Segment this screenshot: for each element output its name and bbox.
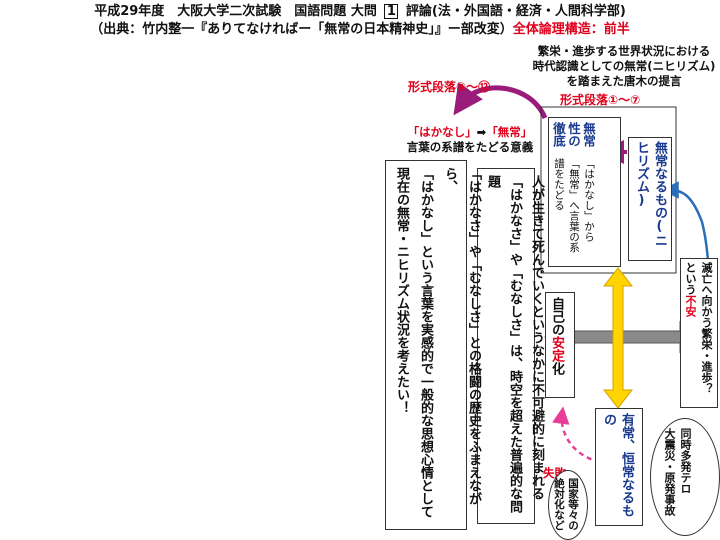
douji-text-a: 同時多発テロ [679, 428, 692, 494]
center-col2: 「はかなさ」や「むなしさ」は、時空を超えた普遍的な問題 [485, 175, 522, 513]
right-arrow-icon: ➡ [476, 125, 487, 139]
header-line2: （出典：竹内整一『ありてなければー「無常の日本精神史」』ー部改変）全体論理構造：… [0, 21, 720, 38]
kokka-text: 国家等々の絶対化など [553, 478, 579, 531]
note-line1: 繁栄・進歩する世界状況における [537, 44, 711, 58]
tettei-box: 無常性の徹底 「はかなし」から「無常」へ言葉の系譜をたどる [548, 117, 621, 267]
para-label-left: 形式段落⑧～⑫ [408, 80, 491, 94]
jiko-text-c: 化 [549, 362, 564, 375]
mujo-nihil-box: 無常なるもの(ニヒリズム) [628, 137, 672, 261]
hakanashi-note: 「はかなし」➡「無常」 言葉の系譜をたどる意義 [395, 125, 545, 155]
jiko-text-a: 自己の [549, 297, 564, 336]
header-source: （出典：竹内整一『ありてなければー「無常の日本精神史」』ー部改変） [90, 22, 513, 37]
hakanashi-word: 「はかなし」 [407, 125, 477, 139]
metsubou-box: 滅亡へ向かう繁栄・進歩？という不安 [680, 258, 718, 408]
left-col1: 「はかなさ」や「むなしさ」との格闘の歴史をふまえながら、 [442, 167, 481, 505]
metsubou-text: 滅亡へ向かう繁栄・進歩？という [684, 262, 713, 394]
kokka-cloud-text-wrap: 国家等々の絶対化など [552, 478, 584, 538]
header-line1: 平成29年度 大阪大学二次試験 国語問題 大問 1 評論(法・外国語・経済・人間… [0, 3, 720, 20]
hakanashi-line2: 言葉の系譜をたどる意義 [406, 140, 534, 154]
left-col2: 「はかなし」という言葉を実感的で一般的な思想心情として [418, 167, 433, 518]
header-subject: 評論(法・外国語・経済・人間科学部) [405, 4, 626, 19]
question-number: 1 [384, 4, 399, 19]
douji-cloud [650, 418, 720, 536]
header-title: 平成29年度 大阪大学二次試験 国語問題 大問 [94, 4, 377, 19]
mujo-nihil-text: 無常なるもの(ニヒリズム) [634, 141, 667, 247]
ujo-text: 有常、恒常なるもの [601, 413, 634, 517]
note-line2: 時代認識としての無常(ニヒリズム) [532, 59, 716, 73]
magenta-dashed-arrow [552, 406, 601, 464]
center-box: 人が生きて死んでいくというなかに不可避的に刻まれる 「はかなさ」や「むなしさ」は… [477, 168, 544, 524]
hakanashi-line1: 「はかなし」➡「無常」 [395, 125, 545, 140]
para-label-right: 形式段落①～⑦ [560, 93, 641, 107]
center-col1: 人が生きて死んでいくというなかに不可避的に刻まれる [529, 175, 544, 500]
purple-curve-arrow [453, 82, 548, 120]
note-line3: を踏まえた唐木の提言 [566, 74, 682, 88]
header-structure-label: 全体論理構造：前半 [512, 22, 630, 37]
fuan-word: 不安 [684, 295, 697, 317]
ujo-box: 有常、恒常なるもの [595, 408, 643, 526]
douji-cloud-text-wrap: 同時多発テロ 大震災・原発事故 [661, 428, 711, 528]
mujo-word: 「無常」 [486, 125, 533, 139]
top-right-note: 繁栄・進歩する世界状況における 時代認識としての無常(ニヒリズム) を踏まえた唐… [528, 44, 720, 89]
jiko-box: 自己の安定化 [545, 292, 575, 398]
douji-text-b: 大震災・原発事故 [663, 428, 676, 516]
tettei-title: 無常性の徹底 [551, 122, 596, 147]
keifu-text: 「はかなし」から「無常」へ言葉の系譜をたどる [553, 157, 595, 253]
left-col3: 現在の無常・ニヒリズム状況を考えたい！ [394, 167, 409, 414]
antei-word: 安定 [549, 336, 564, 362]
left-box: 「はかなさ」や「むなしさ」との格闘の歴史をふまえながら、 「はかなし」という言葉… [385, 160, 481, 530]
